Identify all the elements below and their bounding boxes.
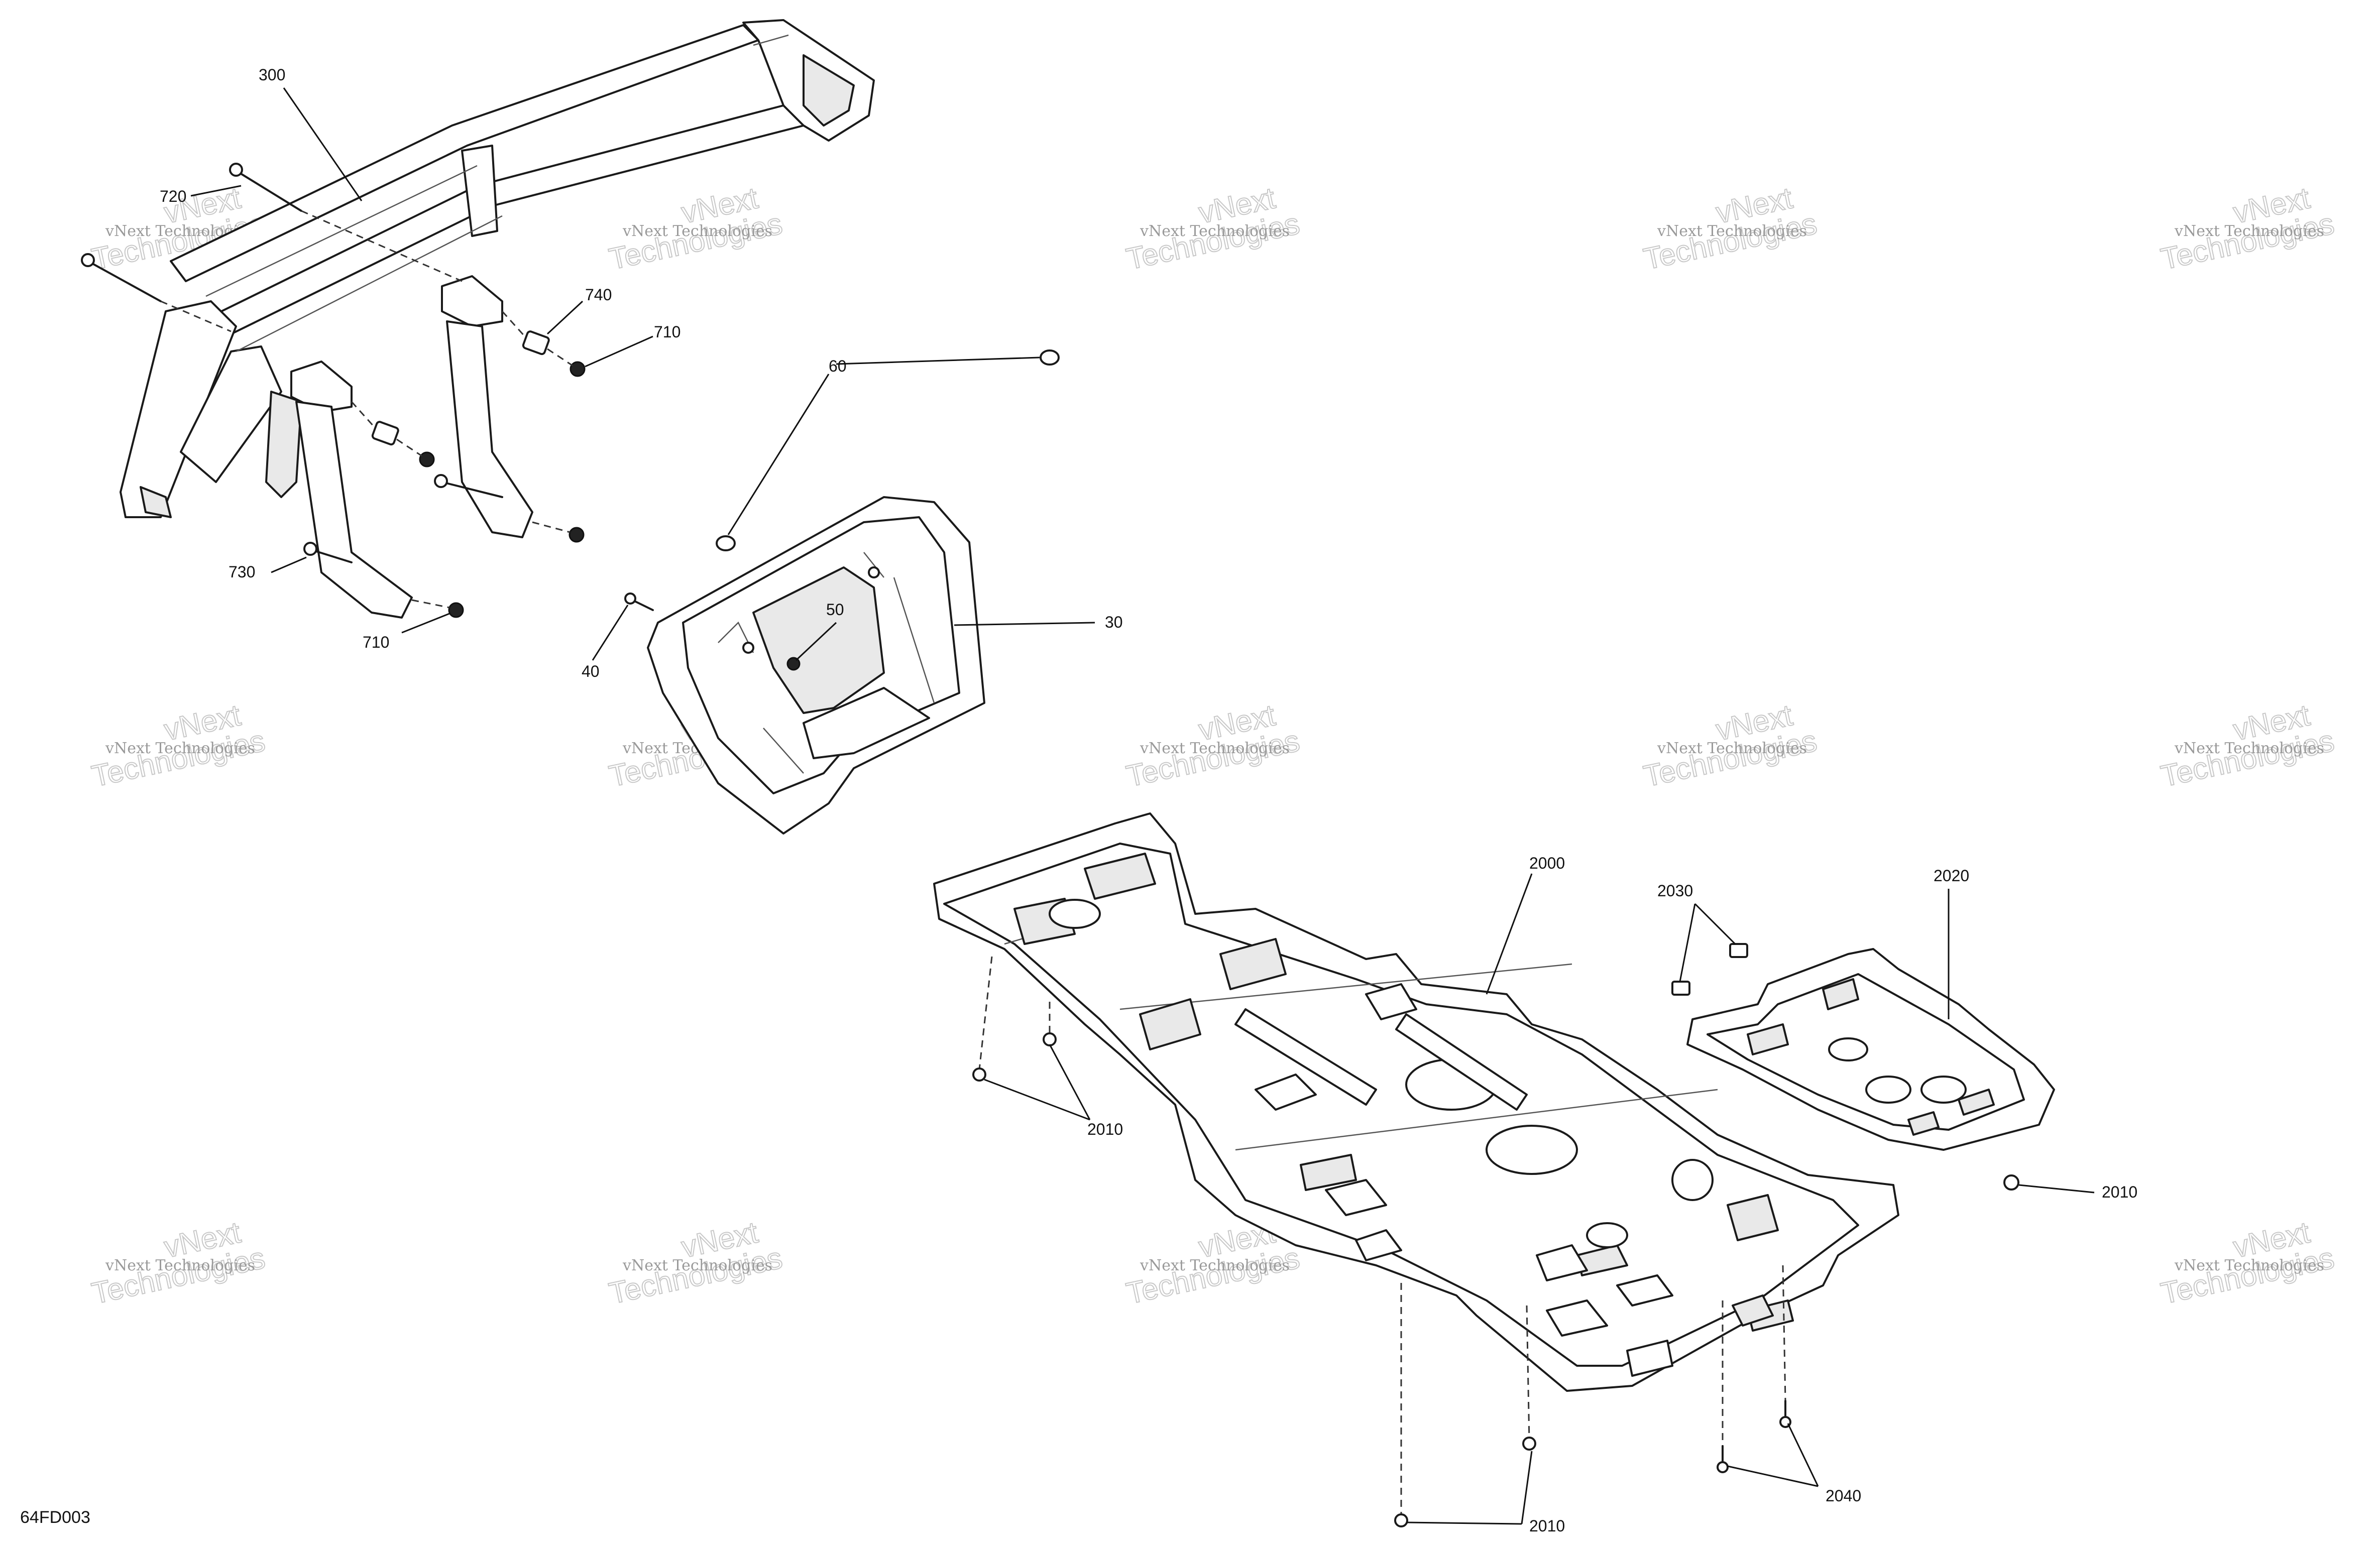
callout-2000: 2000 [1529, 854, 1565, 872]
skid-fasteners [972, 956, 2019, 1527]
watermark-small-line: vNext Technologies [1657, 222, 1807, 240]
fascia-hardware [624, 349, 1060, 671]
callout-710-upper: 710 [654, 323, 681, 341]
callout-2020: 2020 [1934, 867, 1969, 885]
watermark-small-line: vNext Technologies [2174, 222, 2324, 240]
watermark-small-line: vNext Technologies [1657, 740, 1807, 757]
frame-hardware [81, 163, 586, 618]
figure-code: 64FD003 [20, 1508, 90, 1527]
callout-740: 740 [585, 286, 612, 304]
watermark-small-line: vNext Technologies [622, 222, 772, 240]
callout-labels: 300 720 740 710 730 710 60 50 40 30 2000… [160, 66, 2137, 1535]
watermark-small-line: vNext Technologies [1140, 1257, 1290, 1274]
callout-2010-right: 2010 [2102, 1183, 2137, 1201]
callout-2030: 2030 [1657, 882, 1693, 900]
watermark-small-line: vNext Technologies [622, 1257, 772, 1274]
callout-720: 720 [160, 187, 186, 205]
callout-710-lower: 710 [363, 633, 389, 651]
leader-lines [190, 87, 2095, 1525]
callout-300: 300 [259, 66, 285, 84]
callout-2010-bottom: 2010 [1529, 1517, 1565, 1535]
watermark-small-line: vNext Technologies [105, 1257, 255, 1274]
callout-2040: 2040 [1826, 1487, 1861, 1505]
bumper-frame [120, 19, 875, 619]
callout-30: 30 [1105, 613, 1123, 631]
callout-730: 730 [229, 563, 255, 581]
watermark-small-line: vNext Technologies [1140, 222, 1290, 240]
clips [1671, 943, 1748, 996]
skid-plate-rear [1686, 948, 2055, 1151]
callout-2010-left: 2010 [1087, 1120, 1123, 1138]
callout-40: 40 [582, 662, 600, 680]
front-fascia [647, 496, 985, 835]
watermark-small-line: vNext Technologies [105, 740, 255, 757]
callout-50: 50 [826, 601, 844, 619]
watermark-small-line: vNext Technologies [2174, 1257, 2324, 1274]
skid-plate-main [933, 812, 1899, 1392]
watermark-small-line: vNext Technologies [1140, 740, 1290, 757]
watermark-small-line: vNext Technologies [2174, 740, 2324, 757]
callout-60: 60 [829, 357, 847, 375]
